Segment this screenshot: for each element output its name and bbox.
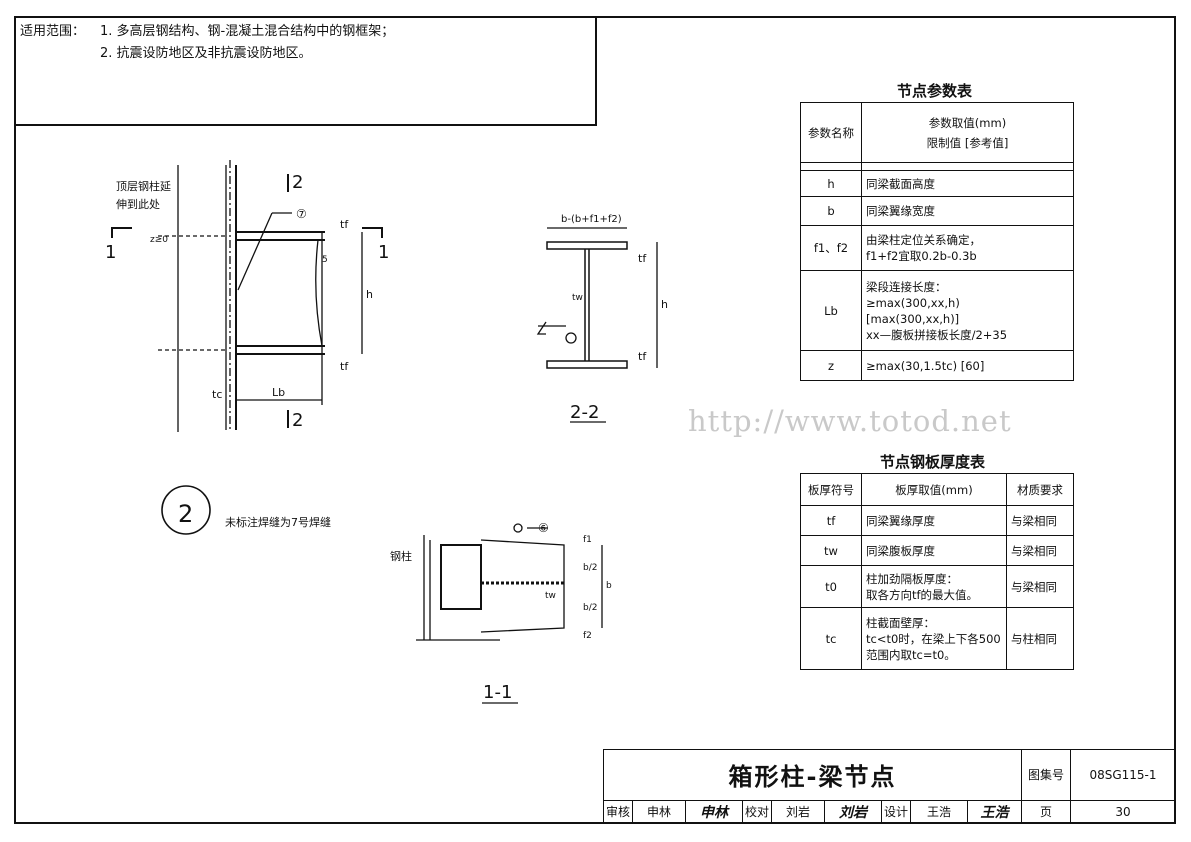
thick-symbol-cell: tc (800, 607, 862, 670)
param-value-cell: 同梁翼缘宽度 (861, 196, 1074, 226)
sec11-dim-f2: f2 (583, 631, 592, 641)
sec11-label: 1-1 (483, 682, 512, 703)
sec11-column-label: 钢柱 (390, 549, 412, 563)
param-value-cell: ≥max(30,1.5tc) [60] (861, 350, 1074, 381)
param-name-cell: h (800, 170, 862, 197)
weld-no-7: ⑦ (296, 207, 307, 221)
elev-dim-tc: tc (212, 388, 222, 401)
thick-value-cell: 柱加劲隔板厚度： 取各方向tf的最大值。 (861, 565, 1007, 608)
cut-mark-right: 1 (378, 242, 389, 263)
thick-head-material: 材质要求 (1006, 473, 1074, 506)
elev-dim-h: h (366, 288, 373, 301)
thick-material-cell: 与梁相同 (1006, 535, 1074, 566)
sec22-dim-h: h (661, 298, 668, 311)
param-name-cell: b (800, 196, 862, 226)
param-value-cell: 同梁截面高度 (861, 170, 1074, 197)
drawing-title: 箱形柱-梁节点 (603, 749, 1022, 801)
elev-dim-z: z≥0 (150, 235, 168, 245)
scope-item-1: 1. 多高层钢结构、钢-混凝土混合结构中的钢框架； (100, 24, 395, 39)
sec22-dim-tf: tf (638, 350, 647, 363)
detail-circle (161, 485, 211, 535)
thick-symbol-cell: t0 (800, 565, 862, 608)
param-value-cell: 由梁柱定位关系确定， f1+f2宜取0.2b-0.3b (861, 225, 1074, 271)
cut-mark-left: 1 (105, 242, 116, 263)
reviewer-signature: 申林 (685, 799, 743, 825)
weld-no-6: ⑥ (538, 521, 549, 535)
page-number: 30 (1070, 799, 1176, 825)
elev-dim-tf: tf (340, 218, 349, 231)
scope-item-2: 2. 抗震设防地区及非抗震设防地区。 (100, 46, 312, 61)
elev-dim-5: 5 (322, 255, 328, 265)
param-head-value-1: 参数取值(mm) (928, 115, 1007, 130)
sec22-dim-tw: tw (572, 293, 583, 303)
designer-name: 王浩 (910, 799, 968, 825)
thick-symbol-cell: tw (800, 535, 862, 566)
sec11-dim-b: b (606, 581, 612, 591)
param-table-title: 节点参数表 (897, 82, 973, 100)
cut-mark-bottom: 2 (292, 410, 303, 431)
sec11-dim-tw: tw (545, 591, 556, 601)
thick-value-cell: 柱截面壁厚： tc<t0时，在梁上下各500 范围内取tc=t0。 (861, 607, 1007, 670)
param-head-value: 参数取值(mm) 限制值 [参考值] (861, 102, 1074, 163)
sec11-dim-b2b: b/2 (583, 603, 597, 613)
watermark-text: http://www.totod.net (688, 404, 1012, 438)
atlas-number: 08SG115-1 (1070, 749, 1176, 801)
param-name-cell: Lb (800, 270, 862, 351)
elev-dim-lb: Lb (272, 386, 285, 399)
scope-label: 适用范围： (20, 24, 86, 39)
sec22-dim-top: b-(b+f1+f2) (561, 214, 622, 225)
designer-signature: 王浩 (967, 799, 1022, 825)
thick-symbol-cell: tf (800, 505, 862, 536)
param-head-value-2: 限制值 [参考值] (926, 135, 1009, 150)
thick-table-title: 节点钢板厚度表 (880, 453, 986, 471)
detail-note: 未标注焊缝为7号焊缝 (225, 515, 331, 529)
param-row: z≥max(30,1.5tc) [60] (800, 350, 1074, 381)
checker-name: 刘岩 (771, 799, 825, 825)
param-name-cell: f1、f2 (800, 225, 862, 271)
thick-material-cell: 与柱相同 (1006, 607, 1074, 670)
sec22-label: 2-2 (570, 402, 599, 423)
check-label: 校对 (742, 799, 772, 825)
thick-head-symbol: 板厚符号 (800, 473, 862, 506)
param-head-name: 参数名称 (800, 102, 862, 163)
page-label: 页 (1021, 799, 1071, 825)
title-block: 箱形柱-梁节点 图集号 08SG115-1 审核 申林 申林 校对 刘岩 刘岩 … (603, 749, 1176, 825)
checker-signature: 刘岩 (824, 799, 882, 825)
cut-mark-top: 2 (292, 172, 303, 193)
sec11-dim-b2a: b/2 (583, 563, 597, 573)
thick-material-cell: 与梁相同 (1006, 565, 1074, 608)
elev-note-1: 顶层钢柱延 (116, 179, 171, 193)
thick-head-value: 板厚取值(mm) (861, 473, 1007, 506)
elev-note-2: 伸到此处 (116, 198, 160, 211)
elev-dim-tf: tf (340, 360, 349, 373)
atlas-label: 图集号 (1021, 749, 1071, 801)
thick-value-cell: 同梁翼缘厚度 (861, 505, 1007, 536)
param-value-cell: 梁段连接长度： ≥max(300,xx,h) [max(300,xx,h)] x… (861, 270, 1074, 351)
thick-value-cell: 同梁腹板厚度 (861, 535, 1007, 566)
scope-box: 适用范围： 1. 多高层钢结构、钢-混凝土混合结构中的钢框架； 2. 抗震设防地… (14, 16, 597, 126)
thick-material-cell: 与梁相同 (1006, 505, 1074, 536)
review-label: 审核 (603, 799, 633, 825)
param-name-cell: z (800, 350, 862, 381)
design-label: 设计 (881, 799, 911, 825)
reviewer-name: 申林 (632, 799, 686, 825)
detail-number: 2 (178, 500, 193, 528)
sec11-dim-f1: f1 (583, 535, 592, 545)
sec22-dim-tf: tf (638, 252, 647, 265)
